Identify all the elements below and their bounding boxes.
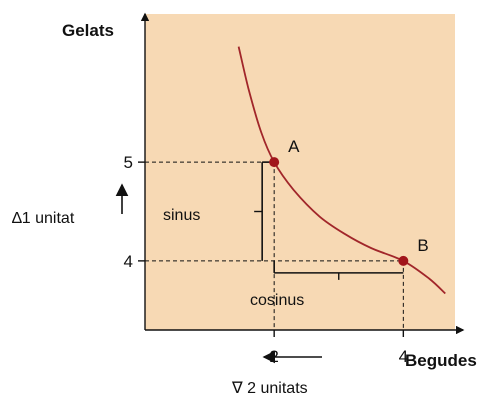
plot-background [145,14,455,330]
point-label-b: B [417,236,428,255]
slope-triangle [254,161,404,280]
point-label-a: A [288,137,300,156]
x-axis-label: Begudes [405,351,477,370]
delta-x-label: ∇ 2 unitats [231,380,308,397]
point-a [269,157,280,168]
point-b [398,255,409,266]
points-group: AB [269,137,429,266]
delta-y-label: ∆1 unitat [12,210,75,227]
cosine-label: cosinus [250,292,304,309]
x-tick-label-4: 4 [399,347,408,366]
y-tick-label-4: 4 [124,252,133,271]
y-axis-label: Gelats [62,21,114,40]
y-tick-label-5: 5 [124,153,133,172]
sine-label: sinus [163,207,200,224]
indifference-curve [237,46,446,295]
